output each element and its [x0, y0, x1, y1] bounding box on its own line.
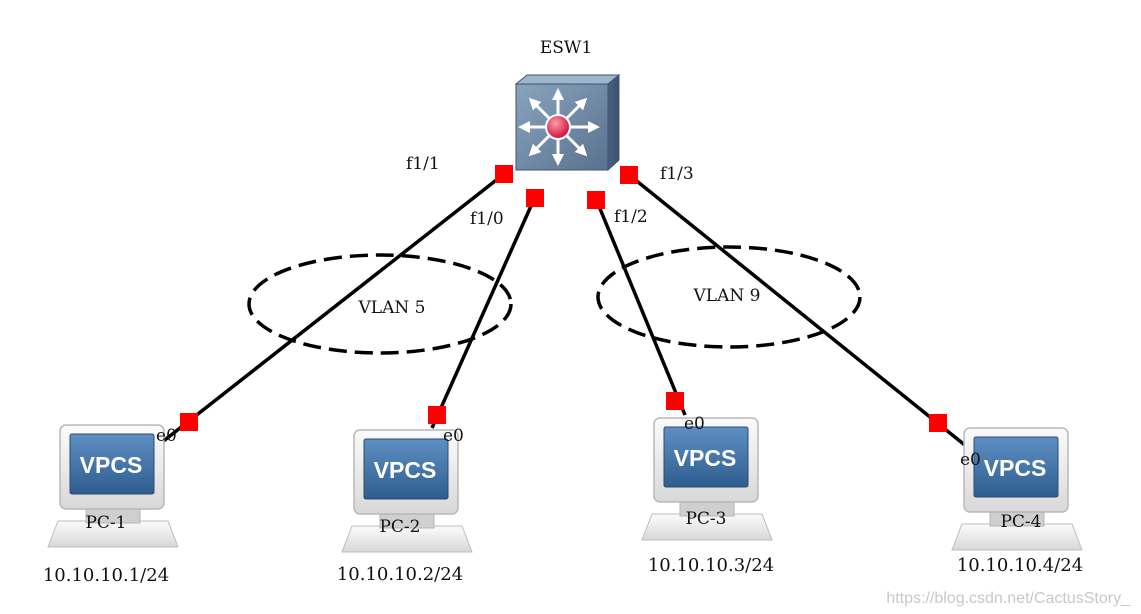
vlan-5-group: VLAN 5	[247, 253, 513, 355]
link-pc2-f1-0	[430, 196, 537, 429]
vpcs-badge: VPCS	[80, 452, 143, 478]
vpcs-computer-icon: VPCS	[641, 417, 773, 541]
pc-3-ip: 10.10.10.3/24	[648, 555, 774, 576]
vlan-5-label: VLAN 5	[358, 298, 426, 318]
port-marker-f1-3	[620, 166, 638, 184]
port-marker-f1-1	[495, 165, 513, 183]
pc-3[interactable]: VPCS PC-3 e0 10.10.10.3/24	[641, 414, 774, 576]
pc-3-name: PC-3	[685, 509, 726, 529]
link-pc4-f1-3	[626, 172, 968, 448]
pc-2-port-label: e0	[443, 426, 464, 446]
port-marker-pc2-e0	[428, 406, 446, 424]
pc-4-name: PC-4	[1000, 512, 1041, 532]
vpcs-badge: VPCS	[374, 457, 437, 483]
network-links	[150, 172, 968, 452]
pc-4-port-label: e0	[960, 450, 981, 470]
port-label-f1-2: f1/2	[614, 207, 648, 227]
vpcs-badge: VPCS	[674, 445, 737, 471]
port-marker-pc3-e0	[666, 392, 684, 410]
port-marker-f1-0	[526, 189, 544, 207]
link-pc1-f1-1	[150, 172, 506, 452]
pc-1-port-label: e0	[156, 426, 177, 446]
port-label-f1-1: f1/1	[406, 154, 440, 174]
pc-2[interactable]: VPCS PC-2 e0 10.10.10.2/24	[337, 426, 473, 585]
port-label-f1-3: f1/3	[660, 164, 694, 184]
port-marker-f1-2	[587, 191, 605, 209]
layer3-switch-icon	[514, 73, 621, 172]
link-pc3-f1-2	[594, 198, 687, 416]
vpcs-computer-icon: VPCS	[47, 424, 179, 548]
pc-4[interactable]: VPCS PC-4 e0 10.10.10.4/24	[951, 427, 1083, 576]
pc-2-name: PC-2	[379, 517, 420, 537]
vlan-9-ellipse	[596, 245, 862, 349]
pc-1-name: PC-1	[85, 513, 126, 533]
port-label-f1-0: f1/0	[470, 209, 504, 229]
pc-1-ip: 10.10.10.1/24	[43, 565, 169, 586]
vlan-9-label: VLAN 9	[693, 286, 761, 306]
pc-3-port-label: e0	[684, 414, 705, 434]
pc-2-ip: 10.10.10.2/24	[337, 564, 463, 585]
vpcs-computer-icon: VPCS	[951, 427, 1083, 551]
vlan-9-group: VLAN 9	[596, 245, 862, 349]
watermark: https://blog.csdn.net/CactusStory_	[886, 590, 1131, 607]
vpcs-computer-icon: VPCS	[341, 429, 473, 553]
pc-1[interactable]: VPCS PC-1 e0 10.10.10.1/24	[43, 424, 179, 586]
switch-name: ESW1	[540, 38, 592, 58]
port-markers	[180, 165, 947, 432]
pc-4-ip: 10.10.10.4/24	[957, 555, 1083, 576]
switch-esw1[interactable]: ESW1	[514, 38, 621, 172]
vpcs-badge: VPCS	[984, 455, 1047, 481]
vlan-5-ellipse	[247, 253, 513, 355]
port-marker-pc4-e0	[929, 414, 947, 432]
port-marker-pc1-e0	[180, 413, 198, 431]
